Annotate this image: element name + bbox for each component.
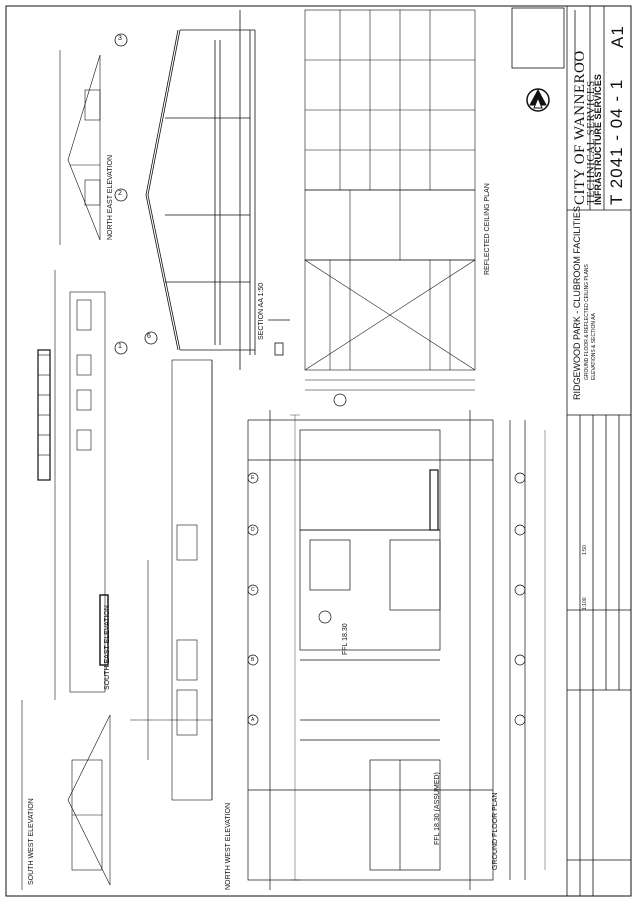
ground-floor-plan-title: GROUND FLOOR PLAN — [492, 792, 499, 870]
drawing-number: T 2041 - 04 - 1 — [607, 78, 626, 205]
plan-grid-e: E — [251, 475, 255, 481]
dimension-lines — [290, 414, 546, 881]
south-west-elevation — [21, 700, 111, 890]
sheet-size: A1 — [608, 25, 627, 48]
plan-grid-a: A — [251, 717, 255, 723]
grid-marker-1: 1 — [118, 343, 122, 350]
north-west-elevation — [130, 359, 213, 801]
grid-marker-2: 2 — [118, 190, 122, 197]
section-aa-title: SECTION AA 1:50 — [258, 282, 265, 340]
grid-marker-3: 3 — [118, 35, 122, 42]
scale-1: 1:100 — [582, 597, 588, 610]
sheet-description-1: GROUND FLOOR & REFLECTED CEILING PLANS — [584, 264, 590, 380]
scale-2: 1:50 — [582, 545, 588, 555]
section-aa — [114, 10, 290, 370]
ffl-main-label: FFL 18.30 — [342, 623, 349, 655]
north-east-elevation-title: NORTH EAST ELEVATION — [107, 154, 114, 240]
project-title: RIDGEWOOD PARK - CLUBROOM FACILITIES — [572, 206, 582, 400]
title-block — [511, 6, 631, 896]
council-logo — [526, 88, 550, 112]
plan-grid-b: B — [251, 657, 255, 663]
sheet-description-2: ELEVATIONS & SECTION AA — [591, 313, 597, 380]
south-east-elevation-title: SOUTH EAST ELEVATION — [104, 605, 111, 690]
section-ref: 6 — [147, 333, 151, 340]
org-services: INFRASTRUCTURE SERVICES — [593, 74, 603, 205]
plan-grid-d: D — [251, 527, 255, 533]
south-west-elevation-title: SOUTH WEST ELEVATION — [28, 798, 35, 885]
ffl-assumed-label: FFL 18.30 (ASSUMED) — [434, 772, 441, 845]
north-west-elevation-title: NORTH WEST ELEVATION — [225, 803, 232, 890]
plan-grid-c: C — [251, 587, 255, 593]
north-east-elevation — [59, 50, 101, 245]
reflected-ceiling-plan — [304, 9, 476, 391]
ground-floor-plan — [247, 393, 526, 890]
reflected-ceiling-plan-title: REFLECTED CEILING PLAN — [484, 183, 491, 275]
south-east-elevation — [37, 270, 109, 700]
sheet-border — [5, 5, 632, 897]
